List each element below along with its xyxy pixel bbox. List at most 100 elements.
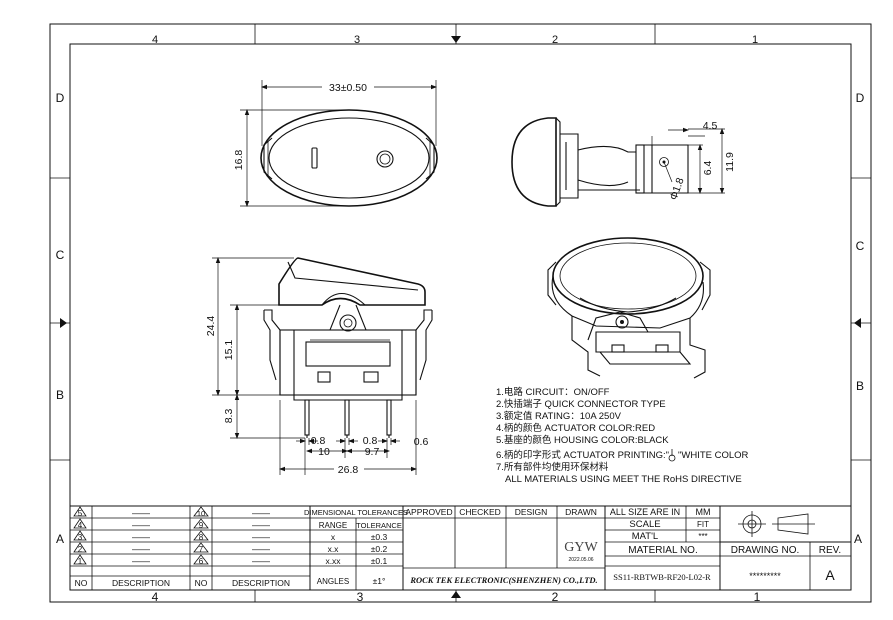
dim-pin-h-label: 8.3 (223, 409, 235, 424)
rev-label: REV. (819, 545, 841, 556)
dim-pin-p1-label: 0.8 (311, 435, 326, 447)
drawn-label: DRAWN (565, 507, 597, 517)
center-arrow-top (451, 36, 461, 43)
rev-right-num-10: 10 (197, 509, 205, 518)
scale-value: FIT (697, 520, 709, 529)
rev-no-header-right: NO (195, 578, 208, 588)
drawn-date: 2022.05.06 (568, 557, 593, 563)
note-7-en: ALL MATERIALS USING MEET THE RoHS DIRECT… (505, 474, 742, 485)
rev-dash-l5: —— (132, 556, 150, 566)
zone-right-b: B (856, 379, 864, 393)
rev-markers-right (193, 506, 209, 565)
part-number: SS11-RBTWB-RF20-L02-R (613, 572, 711, 582)
dim-side-hole-label: Φ1.8 (668, 176, 687, 202)
tol-val-3: ±0.1 (371, 556, 388, 566)
rev-dash-l2: —— (132, 520, 150, 530)
drawn-logo: GYW (564, 540, 598, 555)
note-2: 2.快插端子 QUICK CONNECTOR TYPE (496, 398, 666, 410)
front-view (263, 257, 433, 438)
dim-pin-w-label: 0.6 (414, 436, 429, 448)
zone-right-c: C (856, 239, 865, 253)
rev-dash-r4: —— (252, 544, 270, 554)
tol-range-2: x.x (328, 544, 340, 554)
dim-base-w-label: 26.8 (338, 464, 359, 476)
matl-label: MAT'L (632, 531, 658, 542)
rev-dash-l1: —— (132, 508, 150, 518)
projection-symbol-icon (738, 511, 815, 537)
dim-mid-h-label: 15.1 (223, 340, 235, 361)
rev-left-num-1: 1 (78, 557, 83, 566)
tol-range-1: x (331, 532, 336, 542)
zone-bottom-4: 4 (152, 590, 159, 604)
dim-pitch-2-label: 9.7 (365, 446, 380, 458)
approved-label: APPROVED (405, 507, 452, 517)
rev-value: A (825, 567, 835, 583)
tol-val-1: ±0.3 (371, 532, 388, 542)
rev-desc-header-right: DESCRIPTION (232, 578, 290, 588)
zone-top-1: 1 (752, 34, 758, 46)
rev-right-num-9: 9 (199, 521, 204, 530)
side-view (511, 117, 689, 207)
tol-tol-header: TOLERANCE (356, 521, 402, 530)
isometric-view (547, 237, 711, 379)
rev-right-num-6: 6 (199, 557, 204, 566)
rev-dash-l4: —— (132, 544, 150, 554)
company-name: ROCK TEK ELECTRONIC(SHENZHEN) CO.,LTD. (409, 575, 597, 585)
rev-left-num-3: 3 (78, 533, 83, 542)
zone-top-4: 4 (152, 34, 158, 46)
zone-right-d: D (856, 91, 865, 105)
tol-val-2: ±0.2 (371, 544, 388, 554)
zone-top-3: 3 (354, 34, 360, 46)
units-value: MM (696, 507, 711, 517)
checked-label: CHECKED (459, 507, 501, 517)
rev-left-num-4: 4 (78, 521, 83, 530)
dim-side-b-label: 6.4 (702, 161, 714, 176)
title-block: 5 4 3 2 1 10 9 8 7 6 —— —— —— —— —— —— —… (69, 505, 852, 591)
center-arrow-right (854, 318, 861, 328)
outer-frame (49, 23, 872, 603)
dim-side-a-label: 4.5 (703, 120, 718, 132)
rev-dash-r1: —— (252, 508, 270, 518)
note-4: 4.柄的颜色 ACTUATOR COLOR:RED (496, 422, 655, 434)
tol-range-header: RANGE (319, 521, 347, 530)
center-arrow-bottom (451, 591, 461, 598)
zone-left-c: C (56, 248, 65, 262)
rev-dash-l3: —— (132, 532, 150, 542)
center-arrow-left (60, 318, 67, 328)
zone-left-d: D (56, 91, 65, 105)
rev-right-num-8: 8 (199, 533, 204, 542)
rev-left-num-5: 5 (78, 509, 83, 518)
matl-value: *** (698, 532, 707, 541)
note-6-tail: "WHITE COLOR (678, 450, 749, 461)
zone-bottom-2: 2 (552, 590, 559, 604)
zone-left-b: B (56, 388, 64, 402)
material-no-label: MATERIAL NO. (628, 545, 697, 556)
zone-left-a: A (56, 532, 64, 546)
dim-width-top-label: 33±0.50 (329, 82, 367, 94)
dim-height-front: 16.8 (233, 109, 345, 207)
scale-label: SCALE (629, 519, 660, 530)
note-3: 3.额定值 RATING：10A 250V (496, 410, 622, 422)
rev-dash-r3: —— (252, 532, 270, 542)
tol-title: DIMENSIONAL TOLERANCES (304, 508, 408, 517)
notes-block: 1.电路 CIRCUIT：ON/OFF 2.快插端子 QUICK CONNECT… (496, 386, 749, 485)
rev-dash-r5: —— (252, 556, 270, 566)
dim-side-c-label: 11.9 (724, 152, 736, 172)
dim-pin-p2-label: 0.8 (363, 435, 378, 447)
units-label: ALL SIZE ARE IN (610, 507, 680, 517)
dim-pitch-1-label: 10 (318, 446, 330, 458)
rev-markers-left (73, 506, 87, 565)
zone-right-a: A (854, 532, 862, 546)
note-5: 5.基座的颜色 HOUSING COLOR:BLACK (496, 434, 669, 446)
dim-height-front-label: 16.8 (233, 150, 245, 171)
rev-dash-r2: —— (252, 520, 270, 530)
dim-width-top: 33±0.50 (261, 80, 437, 146)
tol-range-4: ANGLES (317, 577, 349, 586)
note-6: 6.柄的印字形式 ACTUATOR PRINTING:" (496, 449, 669, 461)
tol-val-4: ±1° (373, 576, 386, 586)
zone-top-2: 2 (552, 34, 558, 46)
drawing-no-value: ********* (749, 571, 781, 581)
rev-no-header-left: NO (75, 578, 88, 588)
dim-front: 24.4 15.1 8.3 0.8 0.8 0.6 10 9.7 26.8 (205, 257, 429, 476)
dim-total-h-label: 24.4 (205, 316, 217, 337)
